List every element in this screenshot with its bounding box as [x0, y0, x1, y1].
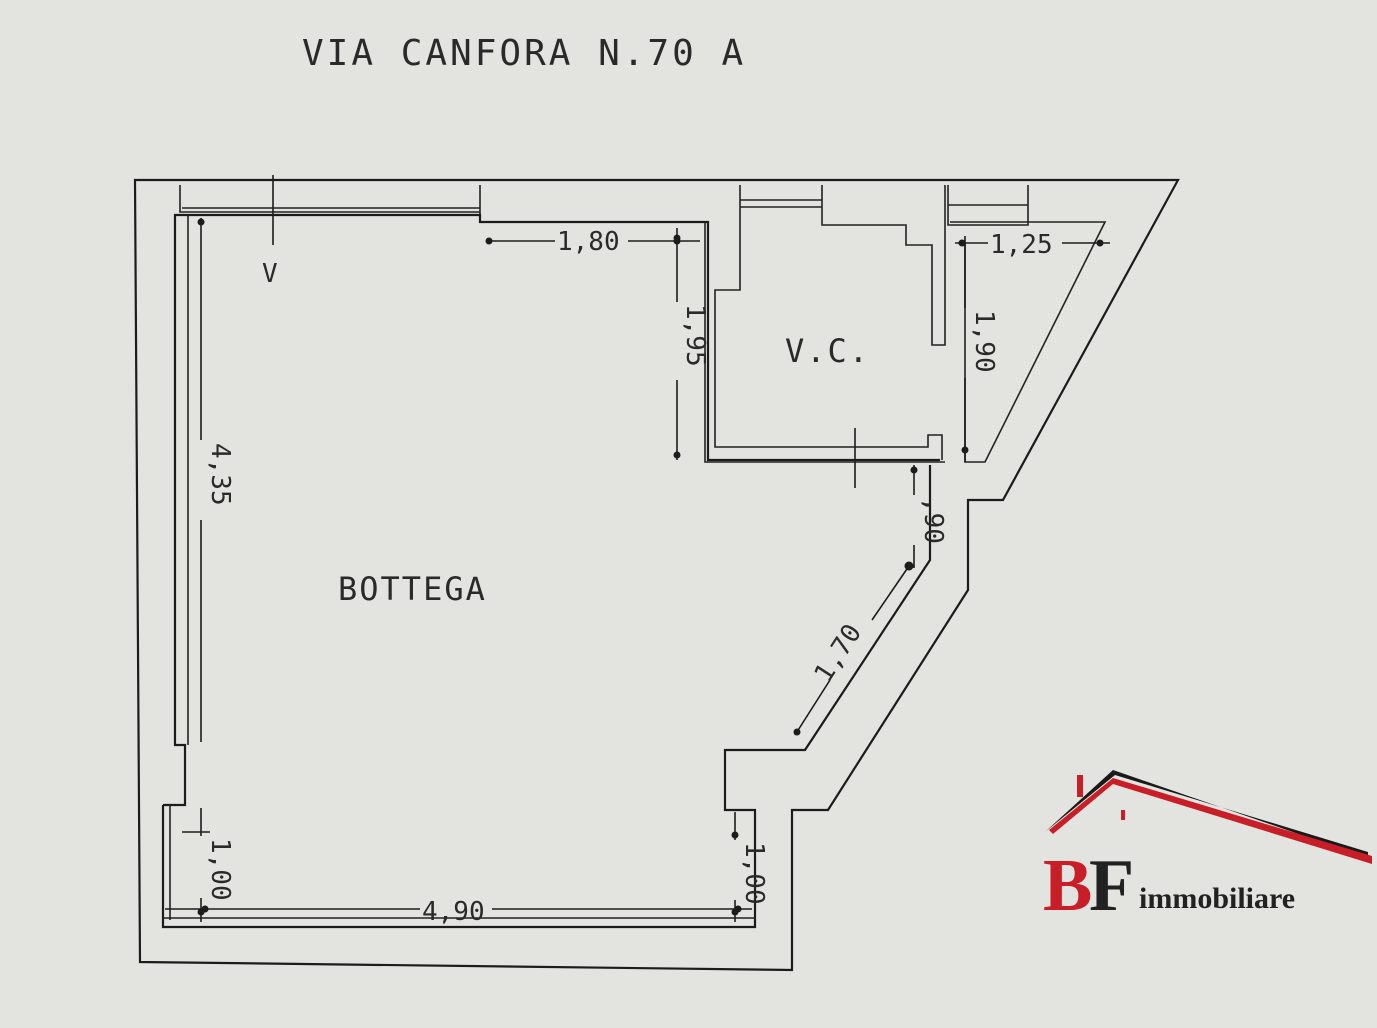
- dimension-wc-right: 1,90: [961, 236, 999, 462]
- dimension-top-left-label: 1,80: [557, 227, 620, 257]
- logo-letter-b: B: [1043, 845, 1092, 927]
- dimension-wc-right-label: 1,90: [969, 310, 999, 373]
- dimension-top-left: 1,80: [485, 227, 700, 257]
- window-marker: V: [262, 175, 278, 289]
- dimension-top-right: 1,25: [958, 230, 1110, 260]
- dimension-diag-long-label: 1,70: [809, 619, 868, 688]
- bf-immobiliare-logo: B F immobiliare: [1043, 770, 1372, 927]
- dimension-left-height-label: 4,35: [205, 443, 235, 506]
- dimension-top-right-label: 1,25: [990, 230, 1053, 260]
- dimension-bottom-right-label: 1,00: [739, 842, 769, 905]
- dimension-wc-left-label: 1,95: [680, 304, 710, 367]
- dimension-bottom-left-label: 1,00: [205, 838, 235, 901]
- dimension-bottom-width: 4,90: [165, 897, 752, 927]
- window-marker-label: V: [262, 259, 278, 289]
- logo-letter-f: F: [1089, 845, 1134, 927]
- dimension-bottom-right: 1,00: [731, 812, 769, 922]
- dimension-diag-small: ,90: [904, 465, 948, 571]
- dimension-wc-left: 1,95: [673, 228, 710, 460]
- plan-title: VIA CANFORA N.70 A: [302, 33, 746, 74]
- room-label-wc: V.C.: [785, 332, 870, 370]
- room-label-bottega: BOTTEGA: [338, 570, 487, 608]
- dimension-diag-small-label: ,90: [918, 497, 948, 544]
- dimension-left-height: 4,35: [197, 218, 235, 742]
- dimension-bottom-width-label: 4,90: [422, 897, 485, 927]
- outer-wall: [133, 178, 1180, 972]
- logo-word: immobiliare: [1139, 882, 1295, 915]
- dimension-bottom-left: 1,00: [182, 808, 235, 922]
